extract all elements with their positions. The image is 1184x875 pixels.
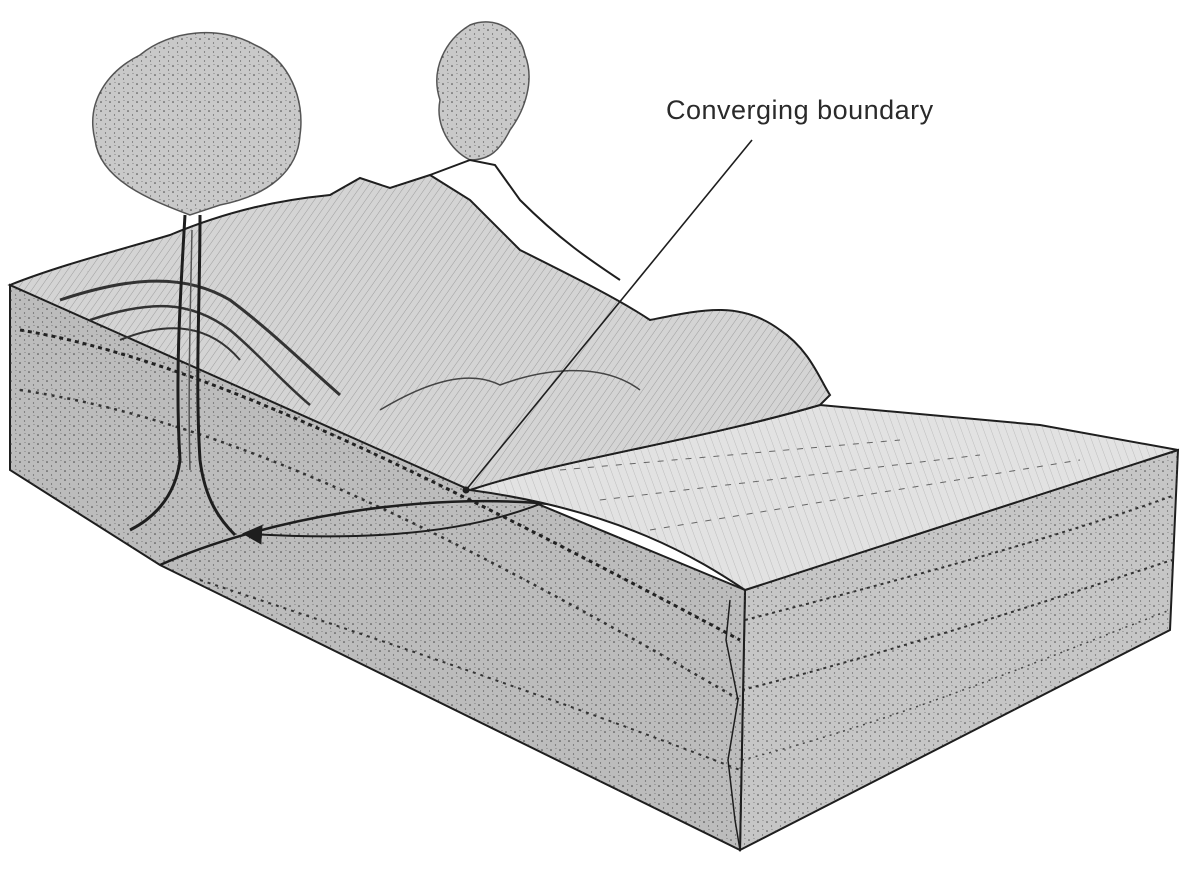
eruption-plume-right [437, 22, 529, 160]
converging-boundary-label: Converging boundary [666, 95, 934, 125]
eruption-plume-left [93, 33, 301, 215]
converging-boundary-point [463, 487, 470, 494]
